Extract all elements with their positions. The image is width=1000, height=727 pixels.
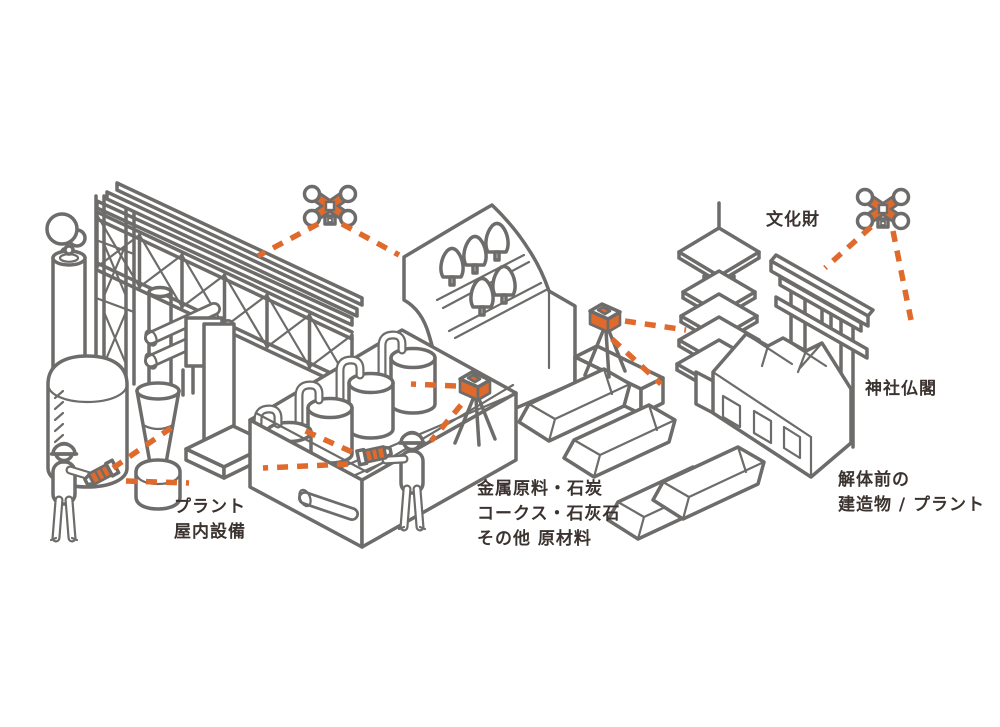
label-line: 建造物 / プラント [838, 495, 986, 515]
storage-tank [294, 380, 354, 465]
ingot [651, 445, 766, 521]
scan-beams [111, 221, 914, 486]
worker-in-room [355, 433, 425, 530]
drone-icon [305, 187, 356, 226]
label-shrines-temples: 神社仏閣 [865, 377, 937, 402]
factory-windows [721, 394, 802, 460]
label-line: プラント [174, 497, 246, 517]
storage-tank [335, 355, 395, 440]
label-cultural-property: 文化財 [766, 208, 820, 233]
label-line: その他 原材料 [477, 529, 592, 549]
drone-icon [858, 190, 909, 229]
label-plant-indoor: プラント 屋内設備 [174, 495, 246, 545]
worker-with-handheld-scanner [51, 444, 121, 541]
label-line: 文化財 [766, 210, 820, 230]
label-line: コークス・石灰石 [477, 504, 621, 524]
label-line: 金属原料・石炭 [477, 479, 603, 499]
industrial-plant [45, 181, 364, 511]
label-raw-materials: 金属原料・石炭 コークス・石灰石 その他 原材料 [477, 477, 621, 552]
label-pre-demolition: 解体前の 建造物 / プラント [838, 468, 985, 518]
label-line: 神社仏閣 [865, 379, 937, 399]
label-line: 解体前の [838, 470, 910, 490]
label-line: 屋内設備 [174, 522, 246, 542]
factory-building [711, 332, 853, 479]
